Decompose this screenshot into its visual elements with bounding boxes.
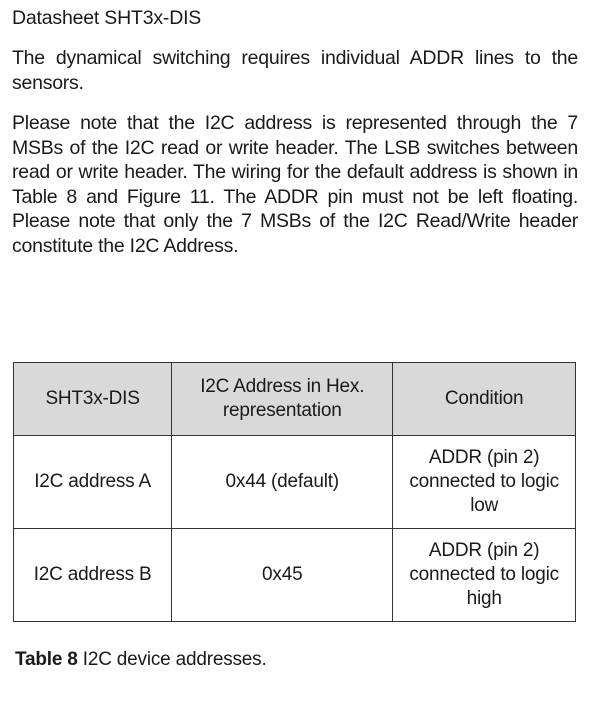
cell-hex-value: 0x45: [171, 528, 394, 622]
table-row: I2C address A 0x44 (default) ADDR (pin 2…: [12, 435, 576, 529]
cell-condition: ADDR (pin 2) connected to logic high: [392, 528, 576, 622]
caption-label: Table 8: [15, 649, 78, 670]
table-header-row: SHT3x-DIS I2C Address in Hex. representa…: [12, 362, 576, 436]
paragraph-i2c-address-note: Please note that the I2C address is repr…: [12, 112, 578, 257]
table-row: I2C address B 0x45 ADDR (pin 2) connecte…: [12, 528, 576, 622]
datasheet-title: Datasheet SHT3x-DIS: [12, 7, 202, 29]
cell-address-name: I2C address B: [12, 528, 173, 622]
document-page: Datasheet SHT3x-DIS The dynamical switch…: [12, 0, 578, 670]
paragraph-addr-switching: The dynamical switching requires individ…: [12, 47, 578, 94]
header-sensor: SHT3x-DIS: [12, 362, 173, 436]
i2c-address-table: SHT3x-DIS I2C Address in Hex. representa…: [12, 362, 576, 622]
table-caption: Table 8 I2C device addresses.: [15, 648, 267, 672]
header-condition: Condition: [392, 362, 576, 436]
cell-address-name: I2C address A: [12, 435, 173, 529]
cell-hex-value: 0x44 (default): [171, 435, 394, 529]
header-hex-address: I2C Address in Hex. representation: [171, 362, 394, 436]
caption-text: I2C device addresses.: [77, 649, 267, 670]
cell-condition: ADDR (pin 2) connected to logic low: [392, 435, 576, 529]
